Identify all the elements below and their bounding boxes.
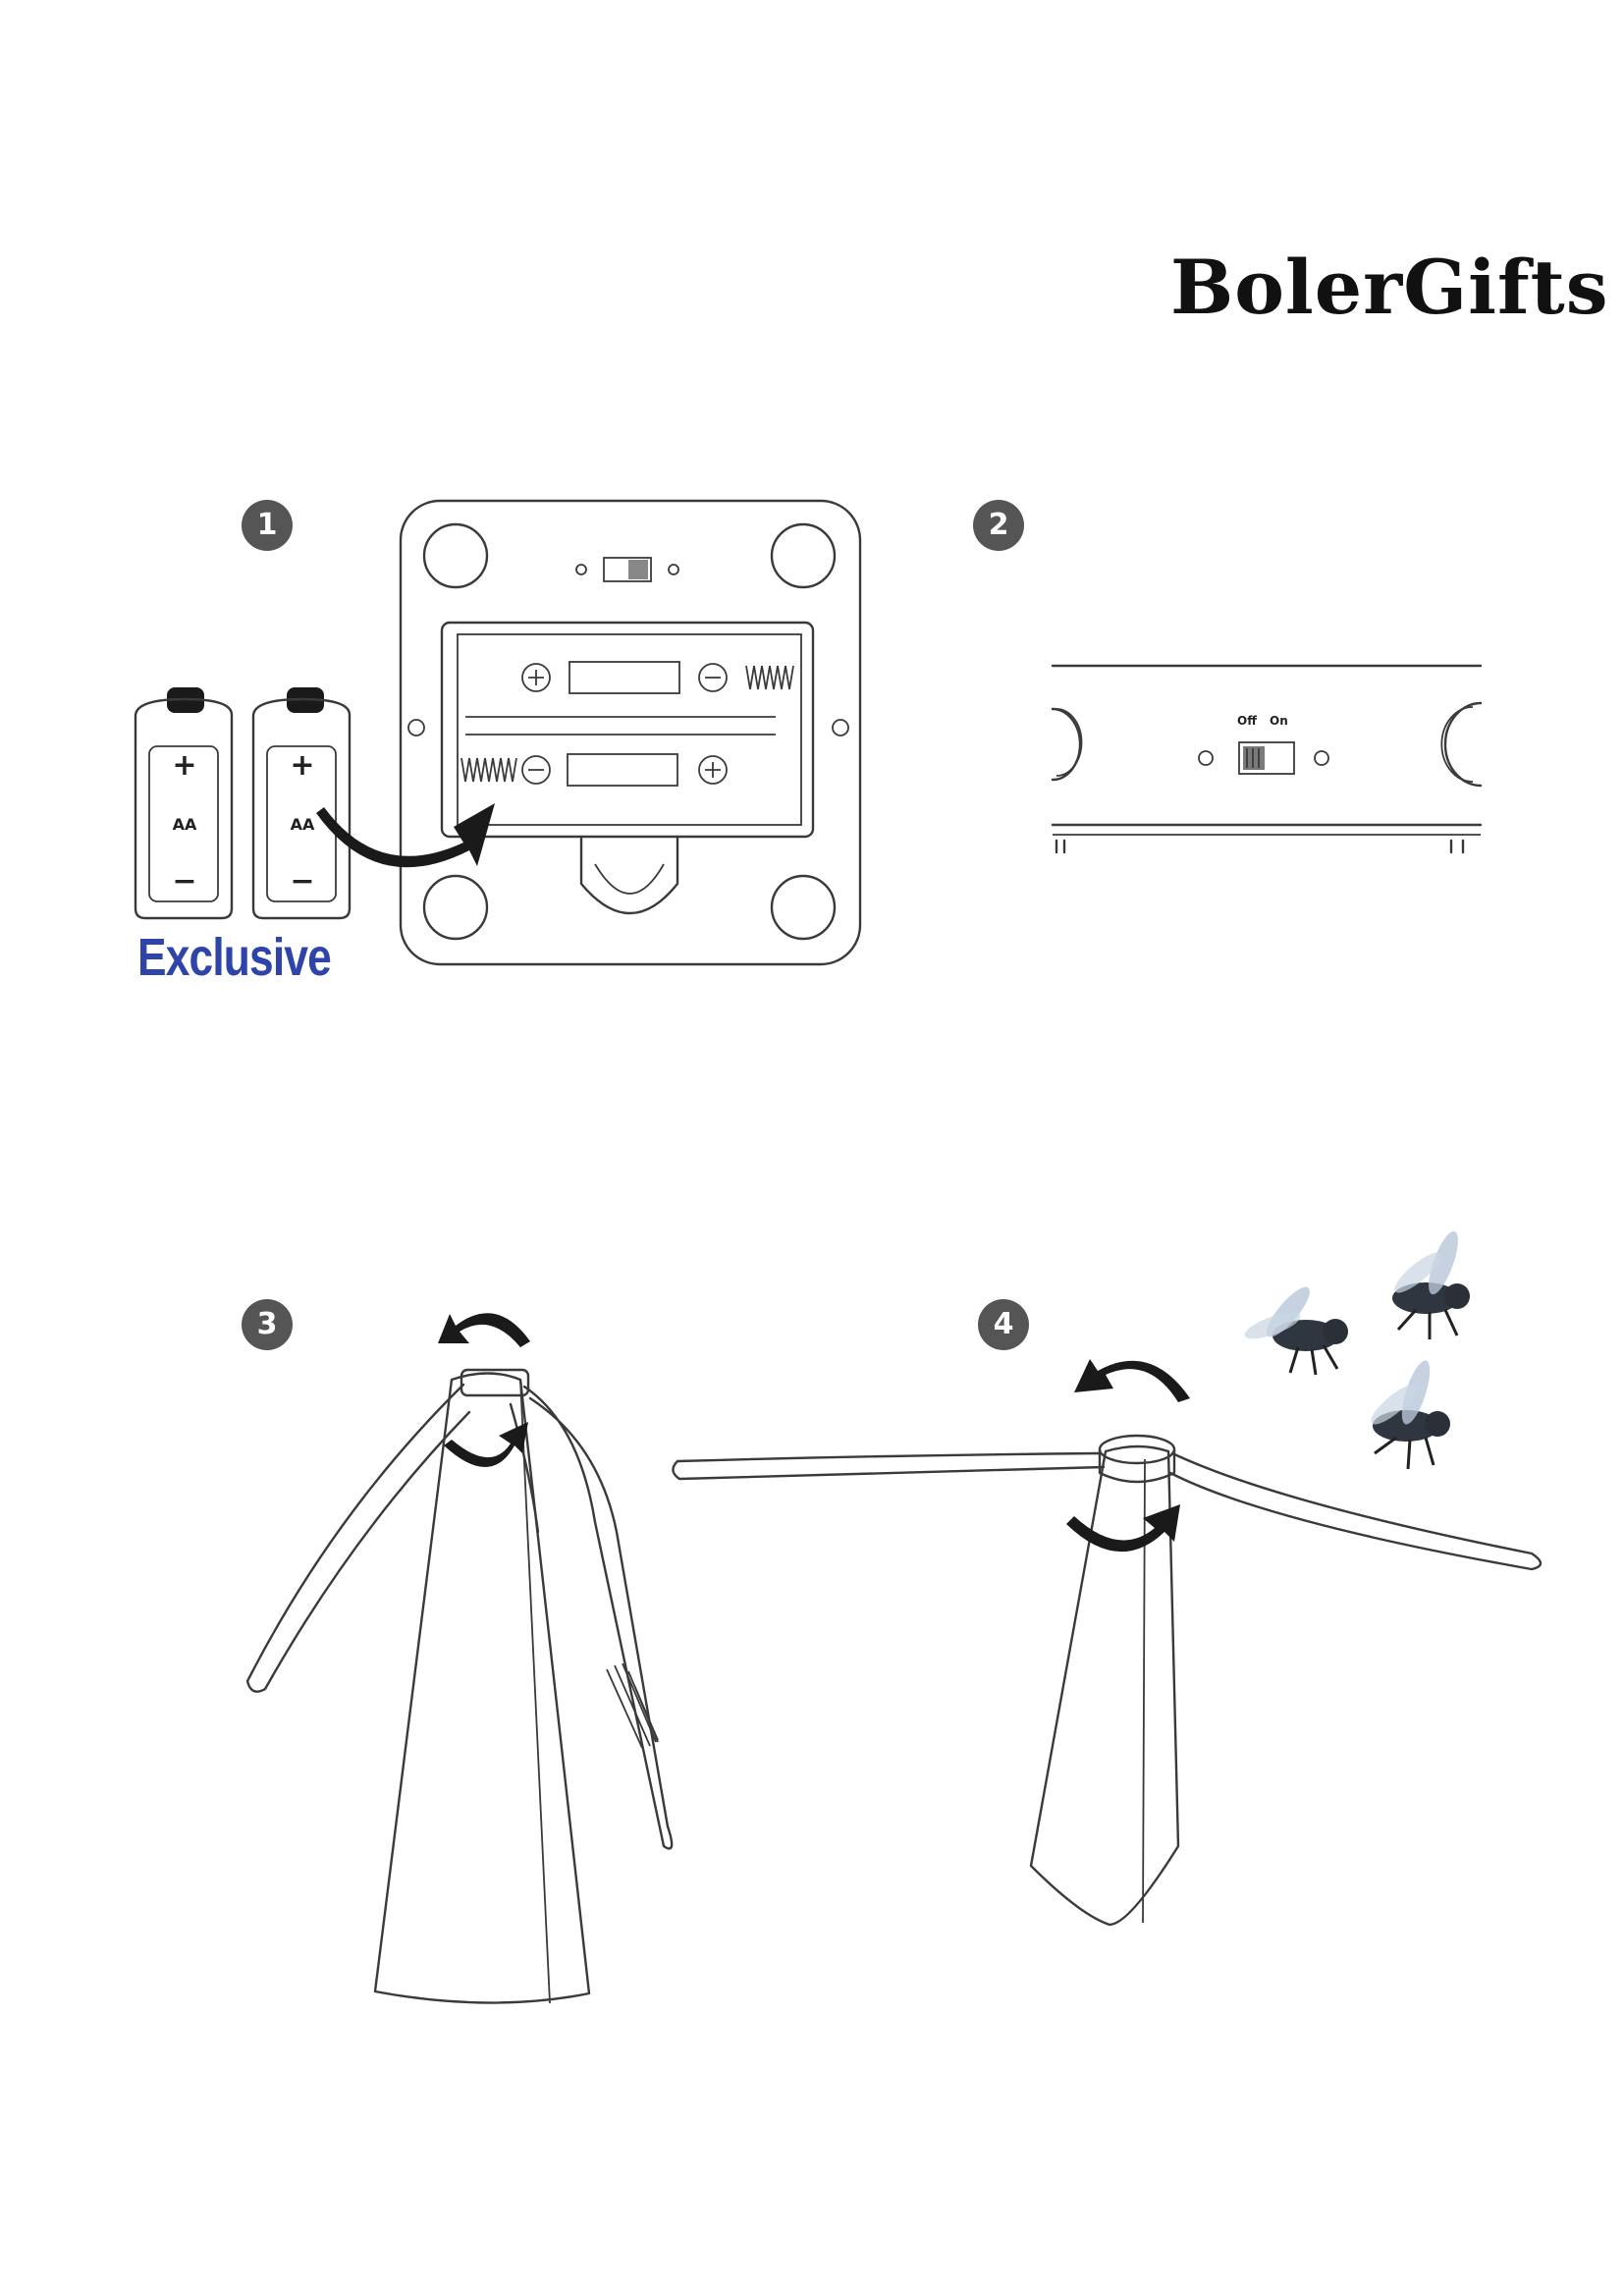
battery-2-type: AA xyxy=(290,815,315,834)
battery-2-plus: + xyxy=(290,748,315,783)
battery-1-minus: − xyxy=(172,864,197,899)
battery-1-type: AA xyxy=(172,815,197,834)
switch-off-label: Off xyxy=(1237,714,1257,728)
brand-logo: BolerGifts xyxy=(1170,244,1609,331)
step-badge-3: 3 xyxy=(242,1299,293,1350)
battery-1-plus: + xyxy=(172,748,197,783)
step-badge-4: 4 xyxy=(978,1299,1029,1350)
step-badge-2: 2 xyxy=(973,500,1024,551)
switch-on-label: On xyxy=(1270,714,1288,728)
battery-2-minus: − xyxy=(290,864,315,899)
step-badge-1: 1 xyxy=(242,500,293,551)
exclusive-label: Exclusive xyxy=(137,928,332,987)
